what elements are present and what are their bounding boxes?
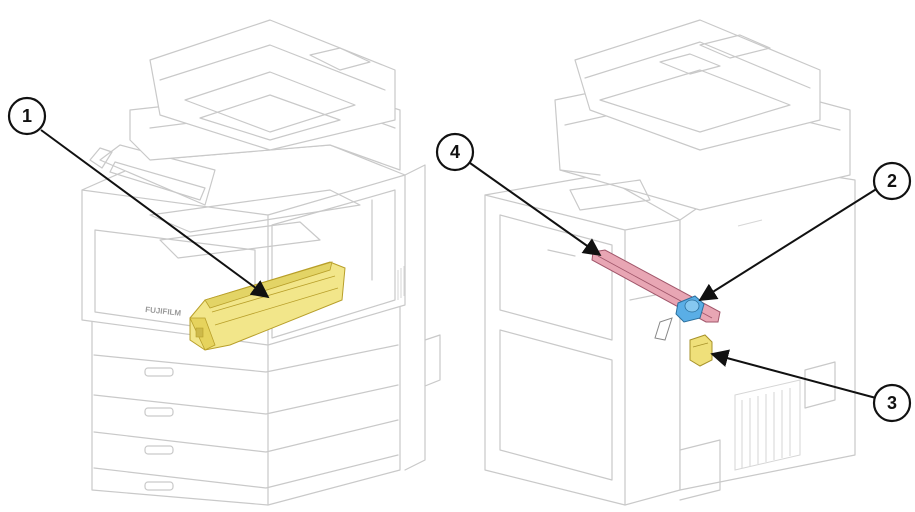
callout-1: 1 — [7, 96, 270, 299]
callout-3: 3 — [710, 349, 912, 423]
brand-mark: FUJIFILM — [145, 305, 182, 318]
printer-front-view: FUJIFILM — [81, 19, 441, 506]
part-2-highlight — [675, 295, 705, 323]
part-3-highlight — [689, 334, 713, 367]
leader-line-1 — [40, 129, 270, 299]
printer-rear-view — [484, 19, 856, 506]
callout-label-1: 1 — [22, 106, 32, 126]
callout-label-2: 2 — [887, 171, 897, 191]
callout-4: 4 — [435, 132, 602, 257]
callout-circle-3 — [872, 383, 912, 423]
leader-line-2 — [698, 187, 879, 301]
callout-label-4: 4 — [450, 142, 460, 162]
callout-2: 2 — [698, 161, 912, 301]
callout-label-3: 3 — [887, 393, 897, 413]
leader-line-3 — [710, 349, 877, 399]
callout-circle-1 — [7, 96, 47, 136]
leader-line-4 — [469, 162, 602, 257]
callout-circle-2 — [872, 161, 912, 201]
callout-circle-4 — [435, 132, 475, 172]
